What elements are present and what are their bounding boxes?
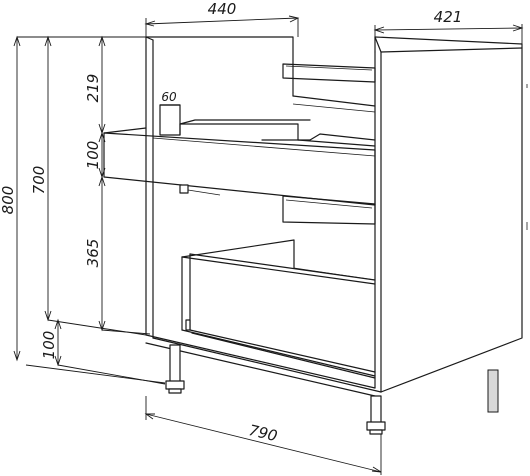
cabinet-body <box>145 36 528 397</box>
dim-label-plinth: 100 <box>40 331 58 360</box>
top-drawer <box>103 119 376 206</box>
cabinet-legs <box>165 344 499 435</box>
bottom-drawer <box>181 239 376 377</box>
dim-label-bottom-section: 365 <box>84 239 102 268</box>
dim-label-side-depth: 421 <box>434 8 463 26</box>
dim-total-height <box>13 35 146 362</box>
upper-inner-drawer <box>282 63 376 113</box>
dim-top-width <box>144 15 300 37</box>
dim-plinth <box>25 318 166 385</box>
dim-label-bottom-width: 790 <box>247 421 279 445</box>
dim-bottom-width <box>144 396 382 475</box>
dim-label-body-height: 700 <box>30 166 48 195</box>
dim-label-top-section: 219 <box>84 74 102 103</box>
dim-label-drawer-front: 100 <box>84 141 102 170</box>
dim-label-top-width: 440 <box>208 0 237 18</box>
dim-section-heights <box>98 35 151 335</box>
middle-runners <box>282 195 376 225</box>
siphon-cutout <box>159 104 181 136</box>
dim-label-siphon-cutout: 60 <box>161 90 177 104</box>
dim-side-depth <box>373 24 524 44</box>
dim-label-total-height: 800 <box>0 186 17 215</box>
